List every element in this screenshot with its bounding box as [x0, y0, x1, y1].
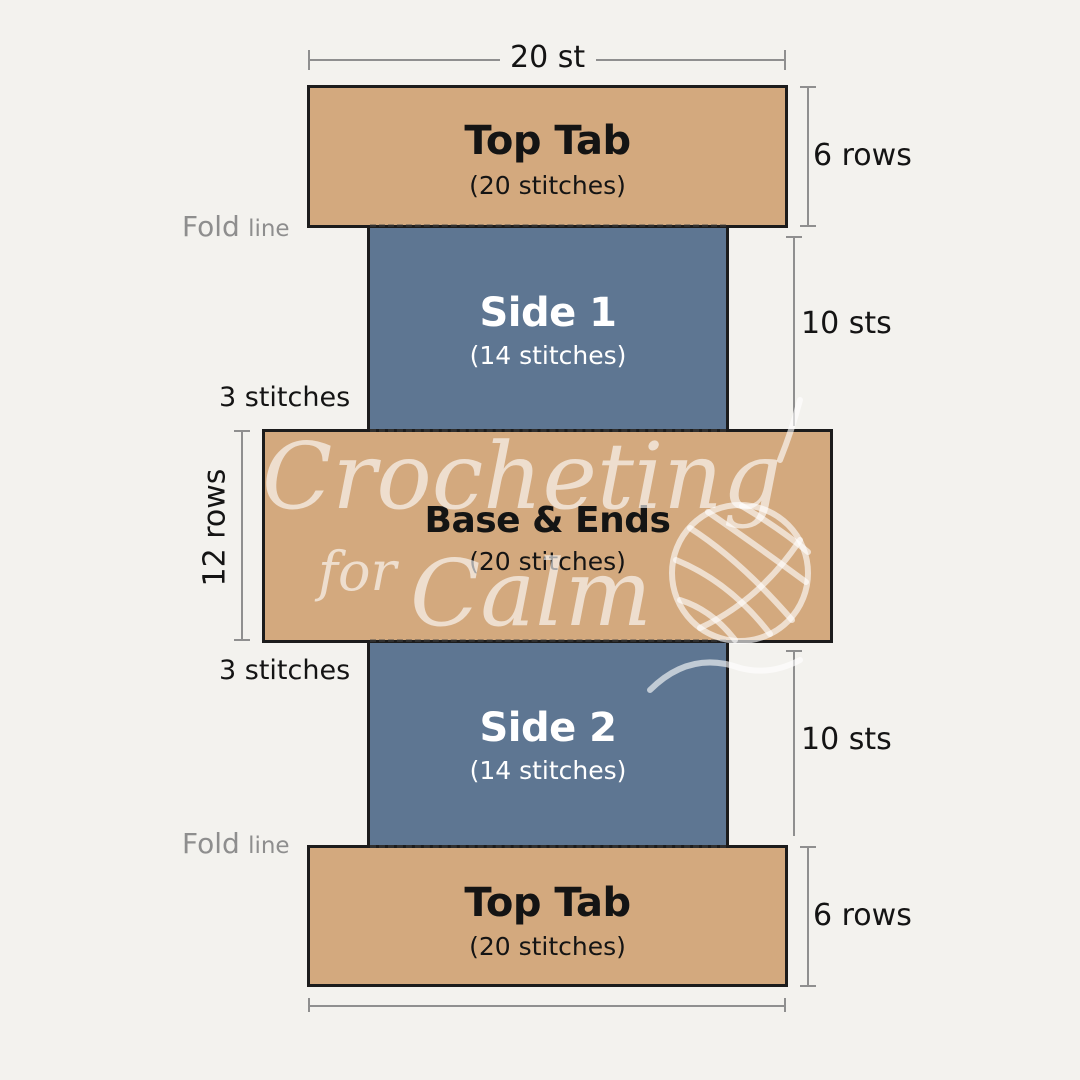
top-dim-line-right: [596, 59, 786, 61]
fold-line-label-upper: Fold line: [182, 210, 290, 243]
side2-height-label: 10 sts: [801, 722, 892, 757]
seam-base-bottom: [370, 639, 726, 642]
line-word-lower: line: [248, 833, 290, 859]
bottom-dim-right-tick: [784, 998, 786, 1012]
side2-panel: Side 2 (14 stitches): [367, 640, 729, 848]
fold-word-lower: Fold: [182, 827, 240, 860]
bottom-tab-dim-line: [807, 846, 809, 986]
base-dim-line: [241, 430, 243, 640]
top-tab-dim-line: [807, 86, 809, 226]
top-tab-subtitle: (20 stitches): [469, 171, 626, 200]
side2-dim-line: [793, 650, 795, 836]
bottom-tab-dim-bottom-tick: [800, 985, 816, 987]
top-dim-line-left: [308, 59, 500, 61]
side1-dim-line: [793, 236, 795, 426]
side1-height-label: 10 sts: [801, 306, 892, 341]
side2-title: Side 2: [479, 705, 617, 751]
bottom-tab-title: Top Tab: [464, 880, 631, 926]
offset-label-lower: 3 stitches: [219, 655, 351, 686]
top-tab-rows-label: 6 rows: [813, 138, 912, 173]
top-tab-dim-bottom-tick: [800, 225, 816, 227]
base-dim-bottom-tick: [234, 639, 250, 641]
side1-subtitle: (14 stitches): [469, 341, 627, 370]
base-ends-title: Base & Ends: [424, 500, 671, 541]
base-ends-subtitle: (20 stitches): [469, 547, 626, 576]
bottom-tab-subtitle: (20 stitches): [469, 932, 626, 961]
bottom-dim-line: [308, 1005, 786, 1007]
bottom-tab-panel: Top Tab (20 stitches): [307, 845, 788, 987]
base-ends-panel: Base & Ends (20 stitches): [262, 429, 833, 643]
top-dim-right-tick: [784, 50, 786, 70]
base-rows-label: 12 rows: [197, 468, 233, 587]
fold-seam-lower: [370, 845, 726, 848]
side2-subtitle: (14 stitches): [469, 756, 627, 785]
line-word-upper: line: [248, 216, 290, 242]
top-tab-title: Top Tab: [464, 118, 631, 164]
fold-seam-upper: [370, 224, 726, 227]
side1-title: Side 1: [479, 290, 617, 336]
fold-word-upper: Fold: [182, 210, 240, 243]
side1-panel: Side 1 (14 stitches): [367, 225, 729, 432]
top-width-label: 20 st: [510, 40, 586, 75]
top-tab-panel: Top Tab (20 stitches): [307, 85, 788, 228]
seam-base-top: [370, 429, 726, 432]
offset-label-upper: 3 stitches: [219, 382, 351, 413]
bottom-tab-rows-label: 6 rows: [813, 898, 912, 933]
fold-line-label-lower: Fold line: [182, 827, 290, 860]
